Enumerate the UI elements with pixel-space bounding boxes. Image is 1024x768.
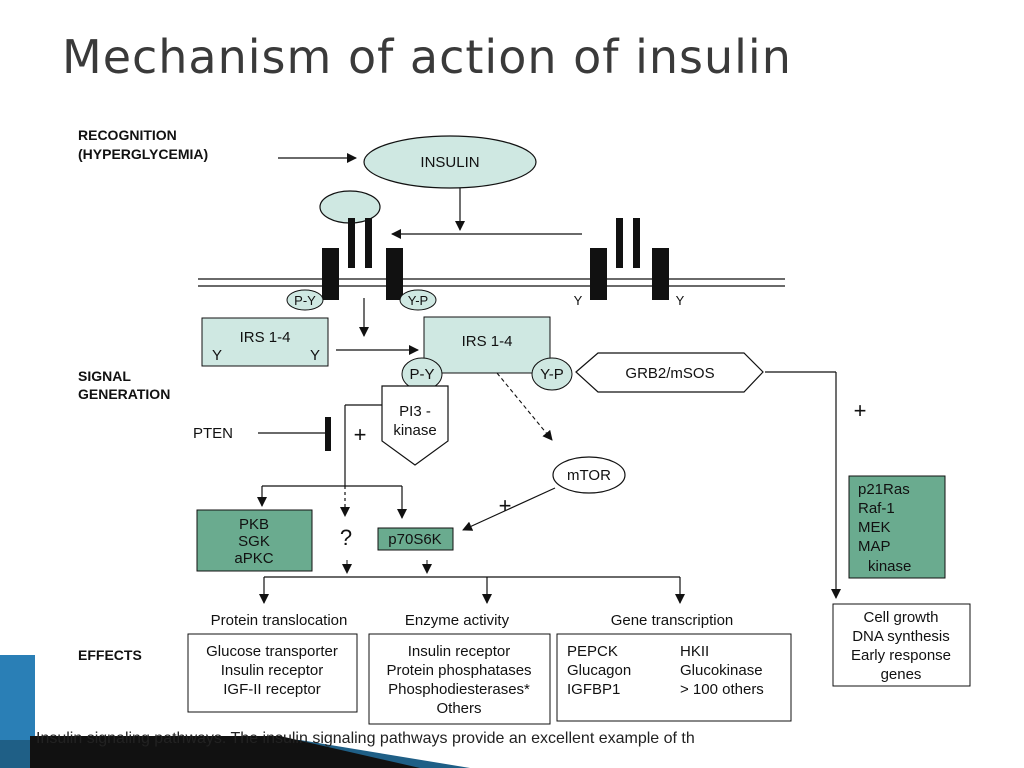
cell-growth-box [832,603,971,687]
pi3-kinase-line1: PI3 - [399,403,431,420]
pten-inhibit-bar [325,417,331,451]
ras-pathway-box [848,475,946,579]
pkb-item-1: PKB [239,516,269,533]
protein-translocation-item-2: Insulin receptor [221,662,324,679]
stage-signal-line1: SIGNAL [78,368,131,384]
protein-translocation-item-3: IGF-II receptor [223,681,321,698]
irs-left-y2: Y [310,347,320,364]
plus-sign-ras: + [854,398,867,423]
gene-transcription-box [556,633,792,722]
enzyme-activity-item-2: Protein phosphatases [386,662,531,679]
stage-effects: EFFECTS [78,647,142,663]
pi3-kinase-shape [381,385,449,466]
protein-translocation-heading: Protein translocation [211,612,348,629]
dashed-arrow-to-mtor [496,372,553,441]
enzyme-activity-item-4: Others [436,700,481,717]
gene-transcription-col1-2: Glucagon [567,662,631,679]
gene-transcription-heading: Gene transcription [611,612,734,629]
pkb-group-box [196,509,313,572]
plus-sign-mtor: + [499,493,512,518]
arrow-mtor-to-p70s6k [462,487,556,531]
protein-translocation-box [187,633,358,713]
gene-transcription-col1-1: PEPCK [567,643,618,660]
insulin-ellipse [363,135,537,189]
irs-center-label: IRS 1-4 [462,333,513,350]
stage-recognition-line2: (HYPERGLYCEMIA) [78,146,208,162]
pkb-item-2: SGK [238,533,270,550]
gene-transcription-col1-3: IGFBP1 [567,681,620,698]
gene-transcription-col2-3: > 100 others [680,681,764,698]
ras-item-5: kinase [868,558,911,575]
phospho-yp-irs-label: Y-P [540,366,564,383]
enzyme-activity-item-1: Insulin receptor [408,643,511,660]
mtor-ellipse [552,456,626,494]
tyrosine-right-2: Y [676,293,685,308]
receptor-left [322,218,403,300]
stage-signal-line2: GENERATION [78,386,170,402]
ras-item-2: Raf-1 [858,500,895,517]
enzyme-activity-heading: Enzyme activity [405,612,510,629]
figure-caption: Insulin signaling pathways. The insulin … [36,730,695,747]
grb2-msos-label: GRB2/mSOS [625,365,714,382]
mtor-label: mTOR [567,467,611,484]
phospho-yp-left-label: Y-P [408,293,428,308]
phospho-yp-irs [531,357,573,391]
corner-decoration [0,655,470,768]
unknown-mediator: ? [340,525,352,550]
irs-left-y1: Y [212,347,222,364]
phospho-py-irs-label: P-Y [409,366,434,383]
irs-left-box [201,317,329,367]
protein-translocation-item-1: Glucose transporter [206,643,338,660]
stage-recognition-line1: RECOGNITION [78,127,177,143]
insulin-label: INSULIN [420,154,479,171]
ras-item-4: MAP [858,538,891,555]
cell-growth-item-2: DNA synthesis [852,628,950,645]
pten-label: PTEN [193,425,233,442]
gene-transcription-col2-1: HKII [680,643,709,660]
cell-growth-item-3: Early response [851,647,951,664]
irs-center-box [423,316,551,374]
irs-left-label: IRS 1-4 [240,329,291,346]
cell-growth-item-4: genes [881,666,922,683]
ras-item-1: p21Ras [858,481,910,498]
phospho-py-left [286,289,324,311]
plus-sign-pi3: + [354,422,367,447]
phospho-py-left-label: P-Y [294,293,316,308]
tyrosine-right-1: Y [574,293,583,308]
gene-transcription-col2-2: Glucokinase [680,662,763,679]
receptor-right [590,218,669,300]
pkb-item-3: aPKC [234,550,273,567]
p70s6k-box [377,527,454,551]
phospho-yp-left [399,289,437,311]
cell-growth-item-1: Cell growth [863,609,938,626]
slide-title: Mechanism of action of insulin [62,30,792,84]
enzyme-activity-item-3: Phosphodiesterases* [388,681,530,698]
p70s6k-label: p70S6K [388,531,441,548]
pi3-kinase-line2: kinase [393,422,436,439]
ras-item-3: MEK [858,519,891,536]
grb2-msos-shape [575,352,764,393]
enzyme-activity-box [368,633,551,725]
